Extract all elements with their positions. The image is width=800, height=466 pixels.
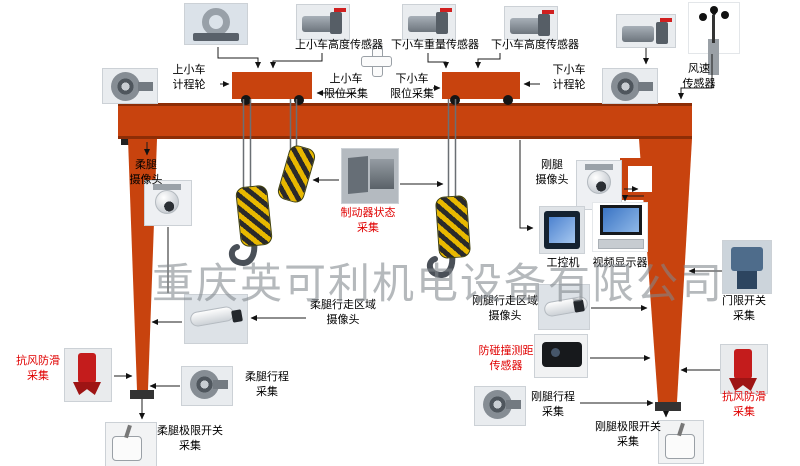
label-upper-trolley-height-sensor: 上小车高度传感器 <box>295 38 383 51</box>
load-ring-sensor-photo <box>184 3 248 45</box>
label-door-limit-switch: 门限开关 采集 <box>722 294 766 322</box>
label-rigid-leg-area-camera: 刚腿行走区域 摄像头 <box>472 294 538 322</box>
monitor-photo <box>592 202 648 252</box>
rigid-limit-switch-photo <box>658 420 704 464</box>
label-wind-speed-sensor: 风速 传感器 <box>682 62 716 90</box>
flexible-travel-wheel-photo <box>181 366 233 406</box>
label-flexible-leg-area-camera: 柔腿行走区域 摄像头 <box>310 298 376 326</box>
label-lower-trolley-height-sensor: 下小车高度传感器 <box>491 38 579 51</box>
trolley-limit-switch-photo <box>361 46 392 77</box>
industrial-pc-photo <box>539 206 585 254</box>
lower-height-sensor-photo <box>504 6 558 40</box>
label-anti-wind-right: 抗风防滑 采集 <box>722 390 766 418</box>
lower-weight-sensor-photo <box>402 4 456 40</box>
rigid-area-bullet-camera-photo <box>538 284 590 330</box>
label-anti-collision-sensor: 防碰撞测距 传感器 <box>478 344 534 372</box>
rail-clamp-right-photo <box>720 344 768 394</box>
crane-beam <box>118 103 692 145</box>
label-brake-status: 制动器状态 采集 <box>340 206 396 234</box>
brake-photo <box>341 148 399 204</box>
label-flexible-leg-limit-switch: 柔腿极限开关 采集 <box>157 424 223 452</box>
upper-odometer-wheel-photo <box>102 68 158 104</box>
hook-block-left <box>234 184 274 248</box>
aux-sensor-photo <box>616 14 676 48</box>
anemometer-photo <box>688 2 740 54</box>
anti-collision-sensor-photo <box>534 334 588 378</box>
label-rigid-leg-camera: 刚腿 摄像头 <box>535 158 569 186</box>
label-upper-trolley-odometer: 上小车 计程轮 <box>172 63 206 91</box>
upper-trolley <box>232 72 312 105</box>
label-rigid-leg-limit-switch: 刚腿极限开关 采集 <box>595 420 661 448</box>
flexible-area-bullet-camera-photo <box>184 294 248 344</box>
label-flexible-leg-camera: 柔腿 摄像头 <box>129 158 163 186</box>
lower-odometer-wheel-photo <box>602 68 658 104</box>
label-industrial-pc: 工控机 <box>546 256 580 269</box>
upper-height-sensor-photo <box>296 4 350 40</box>
label-flexible-leg-travel: 柔腿行程 采集 <box>245 370 289 398</box>
door-limit-device-photo <box>722 240 772 294</box>
label-video-display: 视频显示器 <box>592 256 648 269</box>
label-rigid-leg-travel: 刚腿行程 采集 <box>531 390 575 418</box>
label-upper-trolley-limit: 上小车 限位采集 <box>324 72 368 100</box>
label-lower-trolley-weight-sensor: 下小车重量传感器 <box>391 38 479 51</box>
label-lower-trolley-odometer: 下小车 计程轮 <box>552 63 586 91</box>
hook-block-middle <box>275 143 318 205</box>
hook-block-right <box>434 194 472 260</box>
flexible-limit-switch-photo <box>105 422 157 466</box>
rail-clamp-left-photo <box>64 348 112 402</box>
lower-trolley <box>442 72 520 105</box>
rigid-travel-wheel-photo <box>474 386 526 426</box>
rigid-leg <box>620 139 692 411</box>
label-lower-trolley-limit: 下小车 限位采集 <box>390 72 434 100</box>
label-anti-wind-left: 抗风防滑 采集 <box>16 354 60 382</box>
